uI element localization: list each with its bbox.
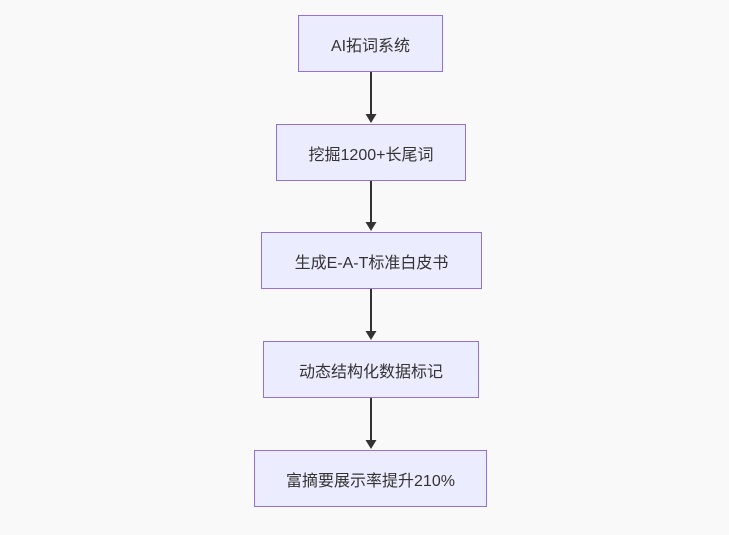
- flow-node-ai-word-expansion-system: AI拓词系统: [298, 15, 443, 72]
- flow-node-label: 生成E-A-T标准白皮书: [294, 254, 449, 272]
- edge-arrow-n1-n2: [365, 72, 377, 123]
- flow-node-mine-longtail-keywords: 挖掘1200+长尾词: [276, 124, 466, 181]
- flow-node-label: 富摘要展示率提升210%: [286, 472, 455, 490]
- flow-node-rich-snippet-rate-increase: 富摘要展示率提升210%: [254, 450, 487, 507]
- edge-arrow-n3-n4: [365, 289, 377, 340]
- edge-arrow-n4-n5: [365, 398, 377, 449]
- edge-arrow-n2-n3: [365, 181, 377, 231]
- flow-node-label: AI拓词系统: [330, 37, 411, 55]
- flow-node-label: 挖掘1200+长尾词: [308, 146, 434, 164]
- flow-node-generate-eat-whitepaper: 生成E-A-T标准白皮书: [261, 232, 482, 289]
- flow-node-label: 动态结构化数据标记: [298, 363, 443, 381]
- flow-node-dynamic-structured-data-markup: 动态结构化数据标记: [263, 341, 479, 398]
